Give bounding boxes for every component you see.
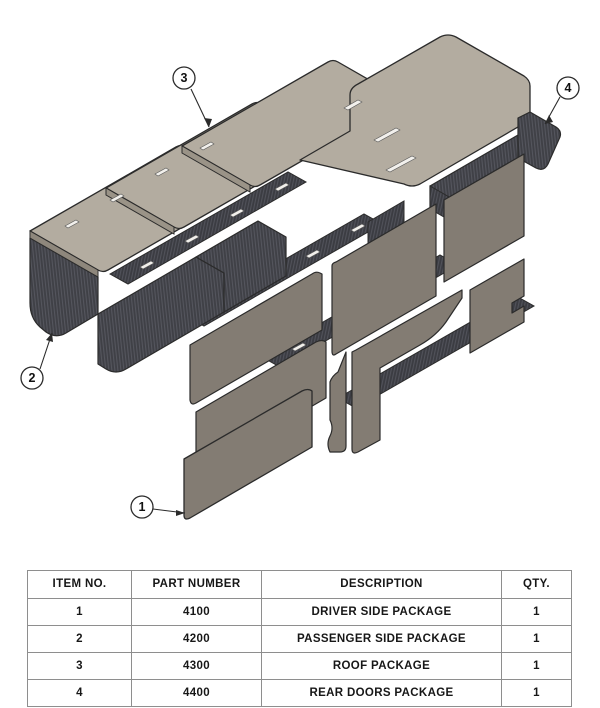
passenger-side-panel-rear[interactable] [195,220,287,313]
bill-of-materials: ITEM NO. PART NUMBER DESCRIPTION QTY. 1 … [27,570,572,707]
balloon-circle-3[interactable] [172,66,196,90]
bom-cell-qty: 1 [501,625,572,653]
leader-arrow-1 [176,510,185,516]
bom-cell-description: DRIVER SIDE PACKAGE [261,598,502,626]
table-row[interactable]: 2 4200 PASSENGER SIDE PACKAGE 1 [27,625,572,653]
drawing-canvas: 3 4 2 [20,34,580,520]
bom-cell-item: 3 [27,652,132,680]
table-row[interactable]: 3 4300 ROOF PACKAGE 1 [27,652,572,680]
bom-cell-description: REAR DOORS PACKAGE [261,679,502,707]
balloon-label-4: 4 [565,81,572,95]
bom-header-description: DESCRIPTION [261,570,502,599]
table-row[interactable]: 1 4100 DRIVER SIDE PACKAGE 1 [27,598,572,626]
bom-cell-part: 4200 [131,625,262,653]
table-row[interactable]: 4 4400 REAR DOORS PACKAGE 1 [27,679,572,707]
callout-1[interactable]: 1 [130,495,186,519]
passenger-side-top-flange [29,230,99,278]
balloon-label-1: 1 [139,500,146,514]
balloon-circle-1[interactable] [130,495,154,519]
side-panel-upper-corner[interactable] [443,153,525,283]
bom-header-qty: QTY. [501,570,572,599]
bom-cell-description: PASSENGER SIDE PACKAGE [261,625,502,653]
roof-package[interactable] [29,34,536,409]
bom-cell-item: 4 [27,679,132,707]
side-panel-rear-corner[interactable] [469,258,525,354]
callouts: 3 4 2 [20,66,580,519]
leader-arrow-3 [204,118,212,127]
bom-cell-item: 1 [27,598,132,626]
side-panel-upper-left[interactable] [189,271,323,405]
bom-table: ITEM NO. PART NUMBER DESCRIPTION QTY. 1 … [27,570,572,707]
balloon-circle-4[interactable] [556,76,580,100]
isometric-drawing: 3 4 2 [20,34,580,520]
leader-arrow-2 [46,333,53,342]
rear-door-corner-trim[interactable] [517,111,562,170]
side-panel-sill[interactable] [327,351,347,453]
callout-3[interactable]: 3 [172,66,212,128]
side-wall-panels [183,153,525,520]
bom-header-part: PART NUMBER [131,570,262,599]
bom-header-item: ITEM NO. [27,570,132,599]
bom-cell-description: ROOF PACKAGE [261,652,502,680]
callout-4[interactable]: 4 [544,76,580,125]
driver-side-package[interactable] [183,388,313,520]
balloon-circle-2[interactable] [20,366,44,390]
bom-cell-item: 2 [27,625,132,653]
passenger-side-package[interactable] [29,220,287,373]
bom-cell-part: 4300 [131,652,262,680]
leader-arrow-4 [545,115,553,124]
balloon-label-2: 2 [29,371,36,385]
bom-header-row: ITEM NO. PART NUMBER DESCRIPTION QTY. [27,570,572,599]
bom-cell-qty: 1 [501,652,572,680]
roof-panel-4[interactable] [299,34,531,187]
bom-cell-qty: 1 [501,679,572,707]
passenger-side-panel-front[interactable] [29,237,99,337]
bom-cell-part: 4400 [131,679,262,707]
balloon-label-3: 3 [181,71,188,85]
side-panel-upper-rear[interactable] [331,203,437,356]
callout-2[interactable]: 2 [20,332,53,390]
bom-cell-qty: 1 [501,598,572,626]
bom-cell-part: 4100 [131,598,262,626]
